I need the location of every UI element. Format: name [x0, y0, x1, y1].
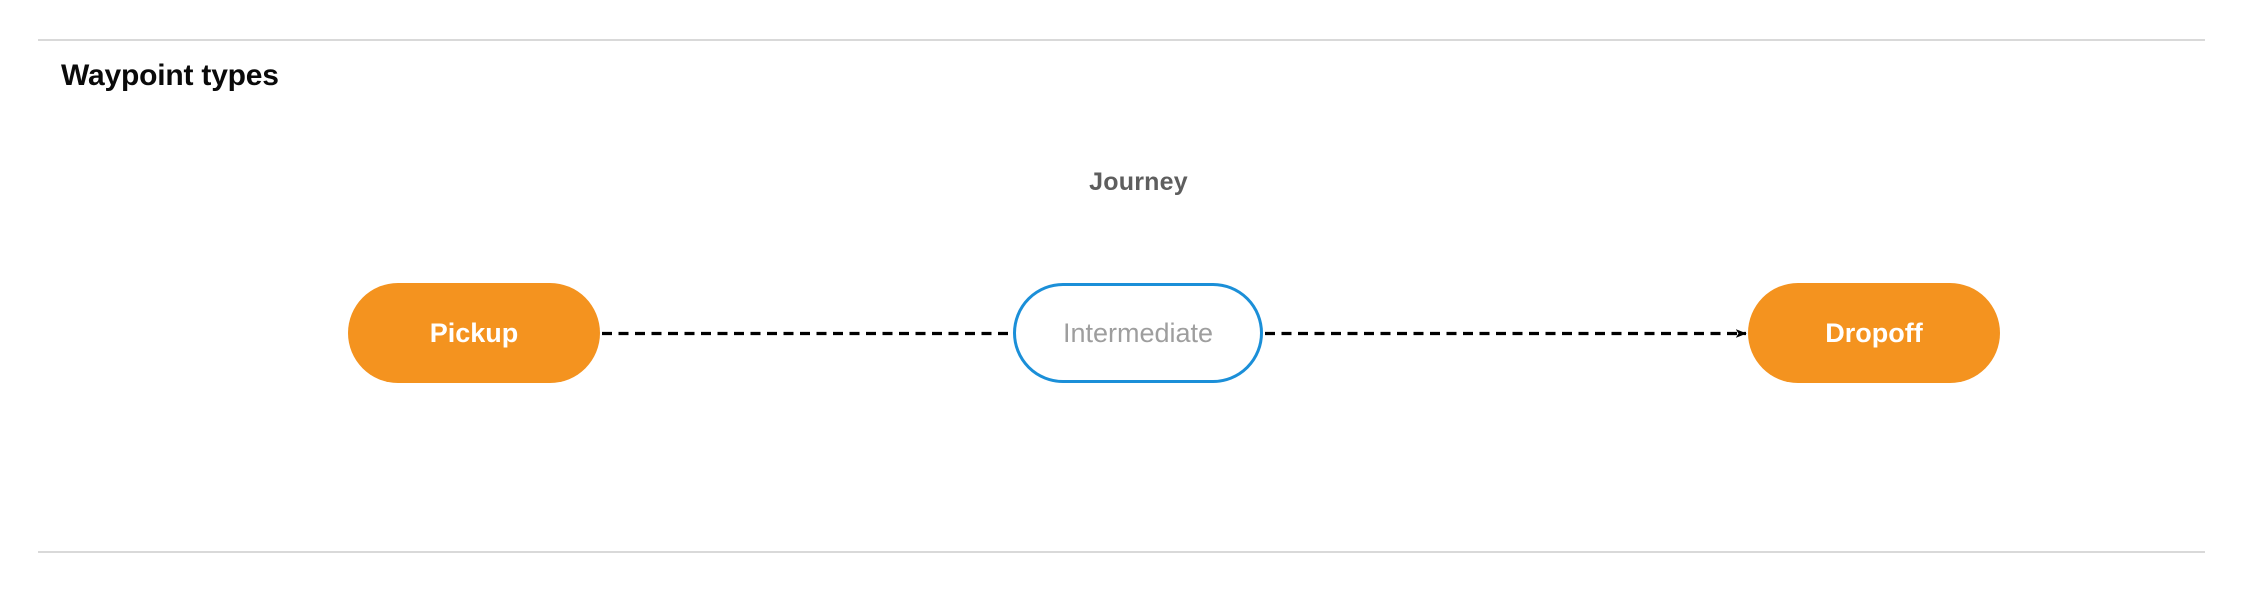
graph-label-text: Journey — [1089, 168, 1188, 196]
node-intermediate-label: Intermediate — [1062, 317, 1214, 348]
graph-label: Journey — [0, 170, 2245, 195]
separator-bottom — [38, 551, 2205, 553]
separator-top — [38, 39, 2205, 41]
node-dropoff-label: Dropoff — [1825, 317, 1923, 348]
node-dropoff[interactable]: Dropoff — [1748, 283, 2000, 383]
node-intermediate[interactable]: Intermediate — [1013, 283, 1263, 383]
node-pickup-label: Pickup — [429, 317, 519, 348]
page-title: Waypoint types — [61, 59, 279, 92]
node-pickup[interactable]: Pickup — [348, 283, 600, 383]
